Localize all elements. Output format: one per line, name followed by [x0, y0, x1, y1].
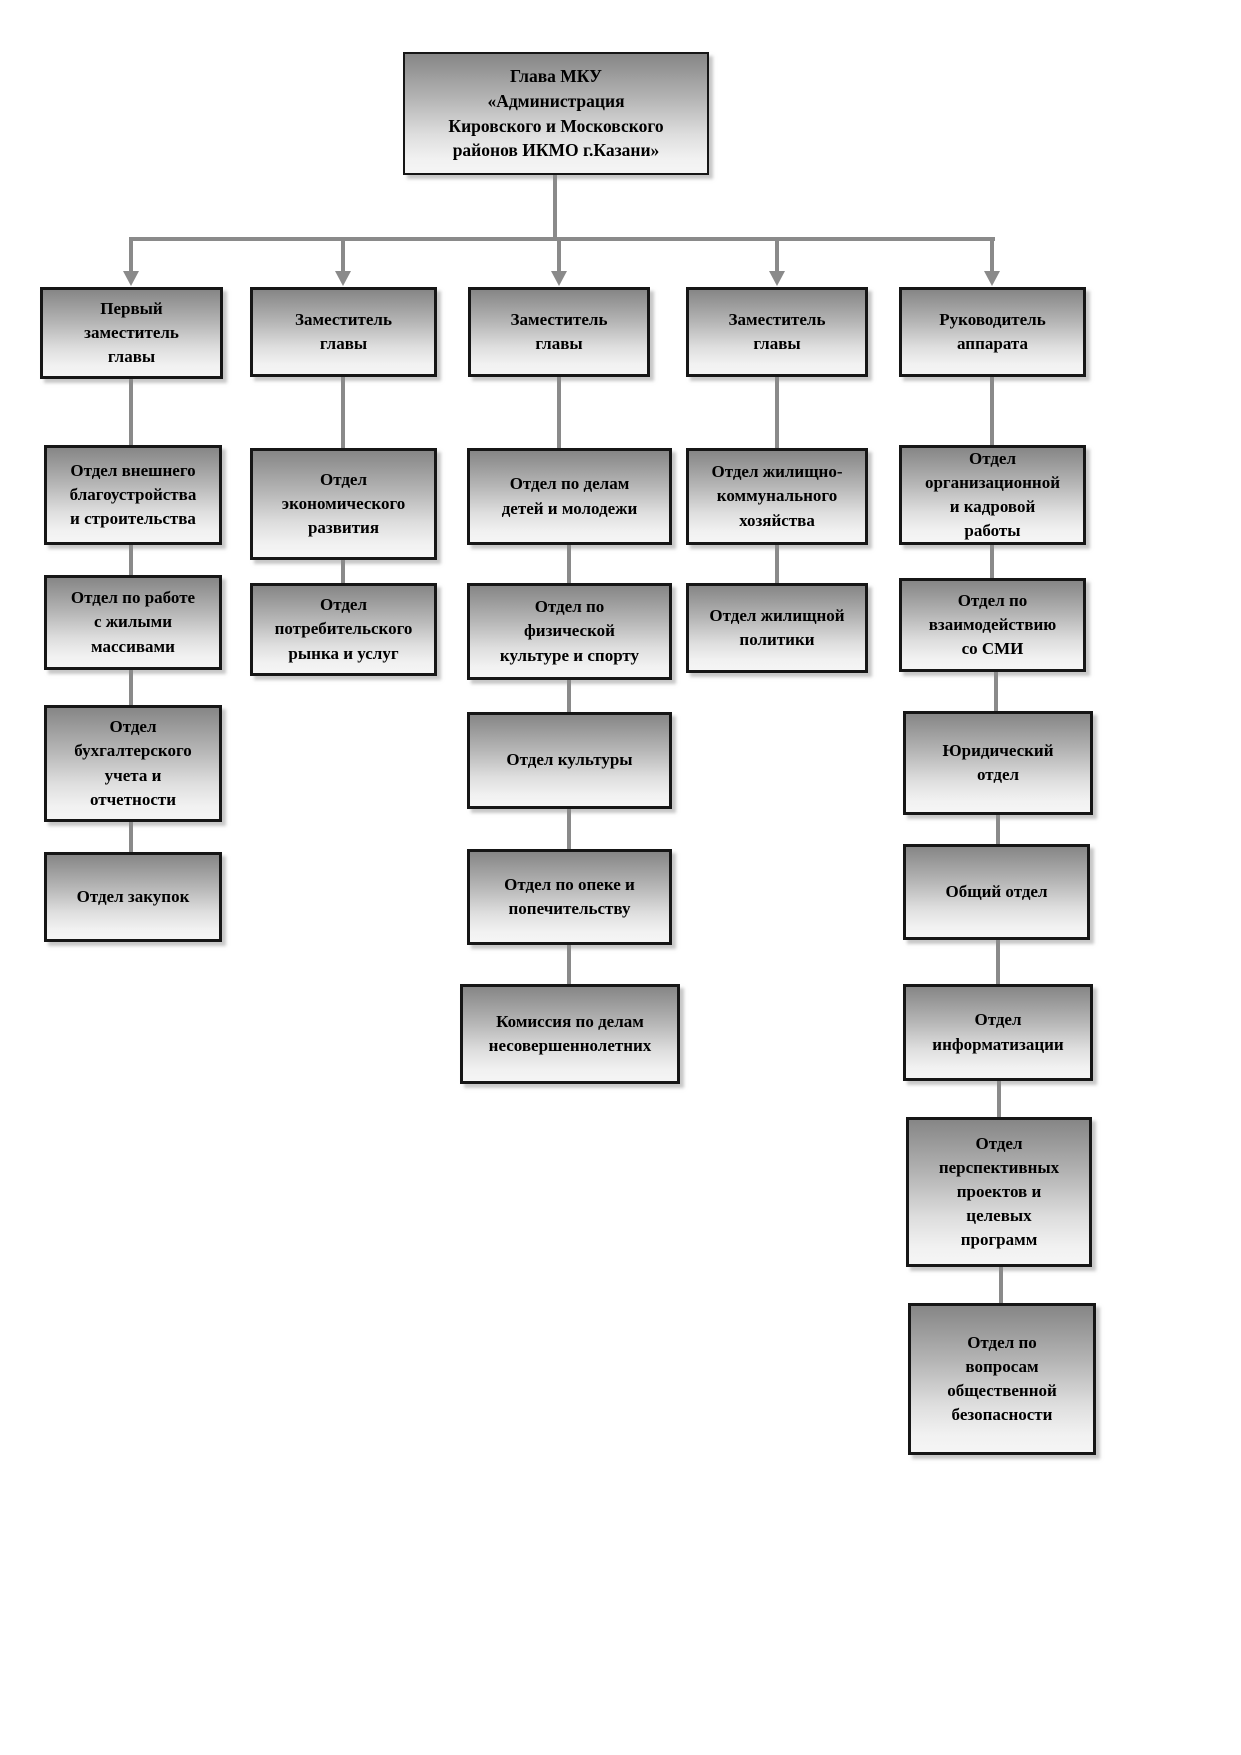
connector-c3-2 — [567, 545, 571, 583]
org-box-housing-policy: Отдел жилищной политики — [686, 583, 868, 673]
connector-c5-5 — [996, 940, 1000, 984]
org-box-media-relations: Отдел по взаимодействию со СМИ — [899, 578, 1086, 672]
connector-c1-3 — [129, 670, 133, 705]
arrow-down-icon — [123, 271, 139, 286]
arrow-down-icon — [335, 271, 351, 286]
org-box-children-youth-affairs: Отдел по делам детей и молодежи — [467, 448, 672, 545]
org-box-deputy-2: Заместитель главы — [250, 287, 437, 377]
org-box-organizational-hr: Отдел организационной и кадровой работы — [899, 445, 1086, 545]
org-box-physical-culture-sport: Отдел по физической культуре и спорту — [467, 583, 672, 680]
connector-c3-3 — [567, 680, 571, 712]
org-box-consumer-market-services: Отдел потребительского рынка и услуг — [250, 583, 437, 676]
connector-c1-2 — [129, 545, 133, 575]
org-box-general: Общий отдел — [903, 844, 1090, 940]
connector-root-stem — [553, 175, 557, 237]
connector-drop-3 — [557, 241, 561, 272]
connector-c4-2 — [775, 545, 779, 583]
connector-c5-4 — [996, 815, 1000, 844]
connector-c5-7 — [999, 1267, 1003, 1303]
connector-c5-1 — [990, 377, 994, 445]
connector-c4-1 — [775, 377, 779, 448]
connector-c1-1 — [129, 379, 133, 445]
org-box-residential-areas: Отдел по работе с жилыми массивами — [44, 575, 222, 670]
org-box-legal: Юридический отдел — [903, 711, 1093, 815]
connector-drop-2 — [341, 241, 345, 272]
connector-c3-5 — [567, 945, 571, 984]
org-box-first-deputy: Первый заместитель главы — [40, 287, 223, 379]
org-box-deputy-4: Заместитель главы — [686, 287, 868, 377]
org-box-accounting-reporting: Отдел бухгалтерского учета и отчетности — [44, 705, 222, 822]
connector-rail — [129, 237, 995, 241]
arrow-down-icon — [984, 271, 1000, 286]
arrow-down-icon — [769, 271, 785, 286]
org-box-minors-commission: Комиссия по делам несовершеннолетних — [460, 984, 680, 1084]
org-box-public-safety: Отдел по вопросам общественной безопасно… — [908, 1303, 1096, 1455]
org-box-guardianship: Отдел по опеке и попечительству — [467, 849, 672, 945]
org-box-economic-development: Отдел экономического развития — [250, 448, 437, 560]
connector-c5-3 — [994, 672, 998, 711]
org-box-external-improvement-construction: Отдел внешнего благоустройства и строите… — [44, 445, 222, 545]
connector-drop-1 — [129, 241, 133, 272]
connector-drop-5 — [990, 241, 994, 272]
connector-c1-4 — [129, 822, 133, 852]
connector-c5-2 — [990, 545, 994, 578]
connector-c3-4 — [567, 809, 571, 849]
connector-c2-2 — [341, 560, 345, 583]
org-box-housing-communal-services: Отдел жилищно- коммунального хозяйства — [686, 448, 868, 545]
org-box-culture: Отдел культуры — [467, 712, 672, 809]
org-box-head-of-administration: Глава МКУ «Администрация Кировского и Мо… — [403, 52, 709, 175]
org-box-procurement: Отдел закупок — [44, 852, 222, 942]
connector-c5-6 — [997, 1081, 1001, 1117]
arrow-down-icon — [551, 271, 567, 286]
org-box-chief-of-staff: Руководитель аппарата — [899, 287, 1086, 377]
connector-drop-4 — [775, 241, 779, 272]
org-box-deputy-3: Заместитель главы — [468, 287, 650, 377]
org-box-prospective-projects-programs: Отдел перспективных проектов и целевых п… — [906, 1117, 1092, 1267]
org-box-informatization: Отдел информатизации — [903, 984, 1093, 1081]
connector-c2-1 — [341, 377, 345, 448]
connector-c3-1 — [557, 377, 561, 448]
